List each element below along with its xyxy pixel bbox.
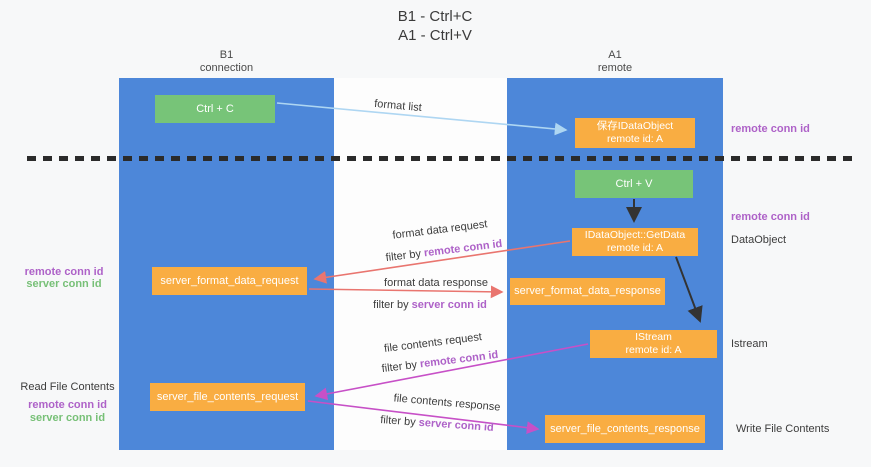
getdata-line2: remote id: A [606,242,664,254]
istream-line1: IStream [635,331,672,343]
server-file-contents-response-label: server_file_contents_response [550,422,700,435]
getdata-line1: IDataObject::GetData [584,229,686,241]
left-remote-conn-id-2: remote conn id [28,399,107,411]
column-a1-role: remote [597,62,633,74]
read-file-contents-label: Read File Contents [20,381,115,393]
server-format-data-response-label: server_format_data_response [514,285,661,297]
right-remote-conn-id-top: remote conn id [731,123,810,135]
server-format-data-request-label: server_format_data_request [160,274,299,287]
save-idataobject-line2: remote id: A [606,133,664,145]
ctrl-c-box: Ctrl + C [155,95,275,123]
server-format-data-request-box: server_format_data_request [152,267,307,295]
dataobject-label: DataObject [731,234,787,246]
server-file-contents-request-box: server_file_contents_request [150,383,305,411]
diagram-title: B1 - Ctrl+C A1 - Ctrl+V [330,7,540,45]
left-server-conn-id-2: server conn id [29,412,106,424]
format-data-response-label: format data response [384,277,488,289]
left-conn-id-group-1: remote conn id server conn id [22,266,106,290]
left-remote-conn-id-1: remote conn id [24,266,104,278]
istream-side-label: Istream [731,338,768,350]
title-line-1: B1 - Ctrl+C [397,8,473,25]
right-remote-conn-id-mid: remote conn id [731,211,810,223]
save-idataobject-line1: 保存IDataObject [596,120,674,132]
left-read-file-group: Read File Contents remote conn id server… [15,381,120,425]
server-conn-id-keyword: server conn id [411,299,487,311]
column-header-a1: A1 remote [507,49,723,75]
column-a1-name: A1 [608,49,622,61]
ctrl-c-label: Ctrl + C [196,103,234,115]
idataobject-getdata-box: IDataObject::GetData remote id: A [572,228,698,256]
ctrl-v-label: Ctrl + V [615,178,653,190]
left-server-conn-id-1: server conn id [26,278,102,290]
filter-by-text: filter by [373,299,412,311]
server-file-contents-response-box: server_file_contents_response [545,415,705,443]
server-format-data-response-box: server_format_data_response [510,278,665,305]
ctrl-v-box: Ctrl + V [575,170,693,198]
server-file-contents-request-label: server_file_contents_request [156,390,299,403]
istream-line2: remote id: A [625,344,682,356]
column-b1-role: connection [199,62,254,74]
istream-box: IStream remote id: A [590,330,717,358]
title-line-2: A1 - Ctrl+V [398,27,472,44]
write-file-contents-label: Write File Contents [736,423,830,435]
save-idataobject-box: 保存IDataObject remote id: A [575,118,695,148]
phase-separator-dashed-line [27,156,855,161]
column-header-b1: B1 connection [119,49,334,75]
column-b1-name: B1 [219,49,234,61]
filter-by-server-1: filter by server conn id [373,299,487,311]
